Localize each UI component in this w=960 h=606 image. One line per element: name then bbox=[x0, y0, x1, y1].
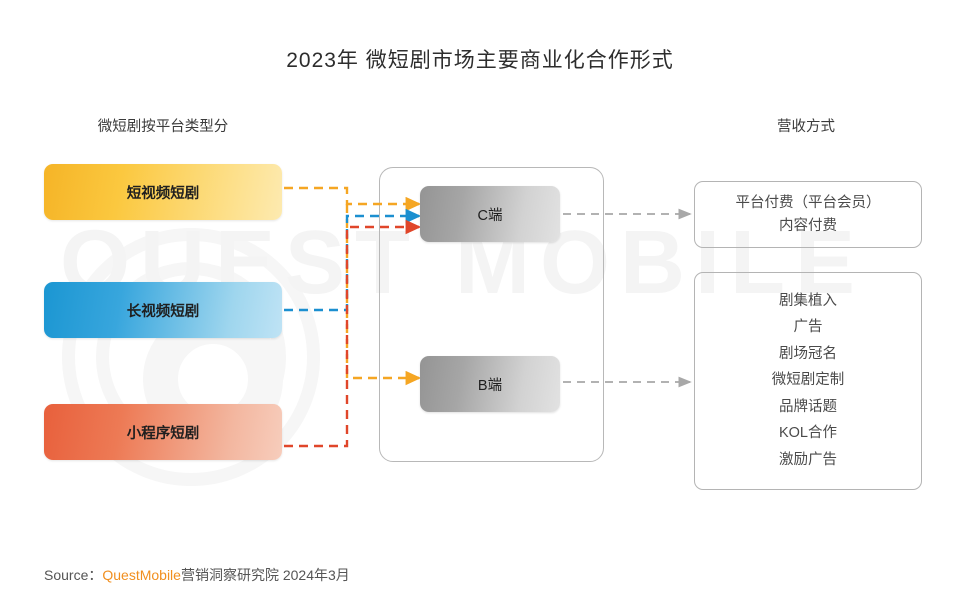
revenue-item: 激励广告 bbox=[779, 451, 837, 468]
node-label: B端 bbox=[477, 377, 503, 394]
platform-label: 短视频短剧 bbox=[126, 185, 200, 202]
platform-card-mini-program[interactable]: 小程序短剧 bbox=[44, 404, 282, 460]
revenue-box-business: 剧集植入 广告 剧场冠名 微短剧定制 品牌话题 KOL合作 激励广告 bbox=[694, 272, 922, 490]
revenue-item: KOL合作 bbox=[778, 425, 837, 442]
source-prefix: Source： bbox=[44, 567, 103, 583]
node-c-end[interactable]: C端 bbox=[420, 186, 560, 242]
revenue-item: 品牌话题 bbox=[779, 398, 837, 415]
left-column-header: 微短剧按平台类型分 bbox=[97, 119, 229, 135]
revenue-item: 剧集植入 bbox=[779, 292, 837, 309]
node-label: C端 bbox=[477, 207, 503, 224]
platform-card-long-video[interactable]: 长视频短剧 bbox=[44, 282, 282, 338]
revenue-box-consumer: 平台付费（平台会员） 内容付费 bbox=[694, 181, 922, 248]
page-title: 2023年 微短剧市场主要商业化合作形式 bbox=[286, 49, 674, 72]
source-brand: QuestMobile bbox=[102, 567, 181, 583]
platform-label: 长视频短剧 bbox=[126, 303, 200, 320]
revenue-item: 剧场冠名 bbox=[779, 345, 837, 362]
platform-label: 小程序短剧 bbox=[126, 425, 200, 442]
source-suffix: 营销洞察研究院 2024年3月 bbox=[180, 567, 350, 583]
revenue-line: 内容付费 bbox=[779, 217, 837, 234]
node-b-end[interactable]: B端 bbox=[420, 356, 560, 412]
platform-card-short-video[interactable]: 短视频短剧 bbox=[44, 164, 282, 220]
source-line: Source：QuestMobile营销洞察研究院 2024年3月 bbox=[44, 565, 350, 585]
revenue-line: 平台付费（平台会员） bbox=[735, 195, 881, 212]
revenue-item: 广告 bbox=[793, 319, 823, 336]
right-column-header: 营收方式 bbox=[777, 119, 835, 135]
revenue-item: 微短剧定制 bbox=[771, 372, 845, 389]
